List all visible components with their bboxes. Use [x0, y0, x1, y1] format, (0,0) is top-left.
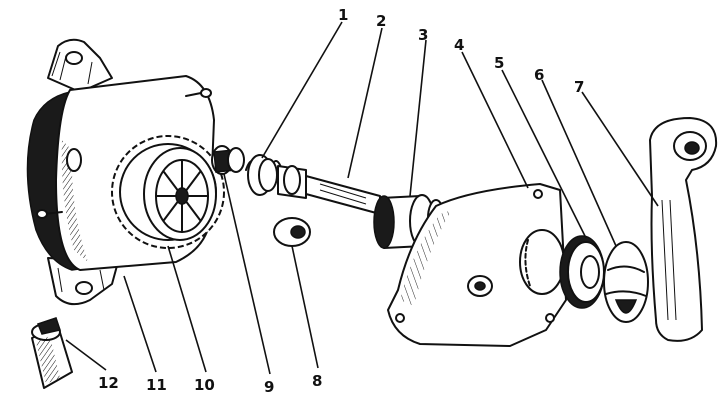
label-6: 6 — [534, 66, 544, 84]
nut-part-8 — [273, 217, 311, 247]
cap-part-6 — [603, 241, 649, 323]
label-1: 1 — [338, 6, 348, 24]
label-7: 7 — [574, 78, 584, 96]
label-8: 8 — [312, 372, 322, 390]
label-4: 4 — [454, 36, 464, 54]
label-11: 11 — [146, 376, 167, 394]
shaft-part-2 — [277, 165, 381, 215]
leader-lines — [65, 21, 659, 375]
spring-part-1 — [245, 154, 283, 196]
crank-handle-part-7 — [649, 117, 718, 342]
label-5: 5 — [494, 54, 504, 72]
label-10: 10 — [194, 376, 215, 394]
label-3: 3 — [418, 26, 428, 44]
label-9: 9 — [264, 378, 274, 396]
knob-part-12 — [31, 317, 73, 389]
cover-plate-part-4 — [387, 183, 567, 347]
washer-part-5 — [559, 235, 605, 309]
label-12: 12 — [98, 374, 119, 392]
bushing-part-9 — [211, 145, 245, 175]
part-labels: 1 2 3 4 5 6 7 8 9 10 11 12 — [98, 6, 584, 396]
label-2: 2 — [376, 12, 386, 30]
impeller-part-10 — [143, 147, 217, 241]
